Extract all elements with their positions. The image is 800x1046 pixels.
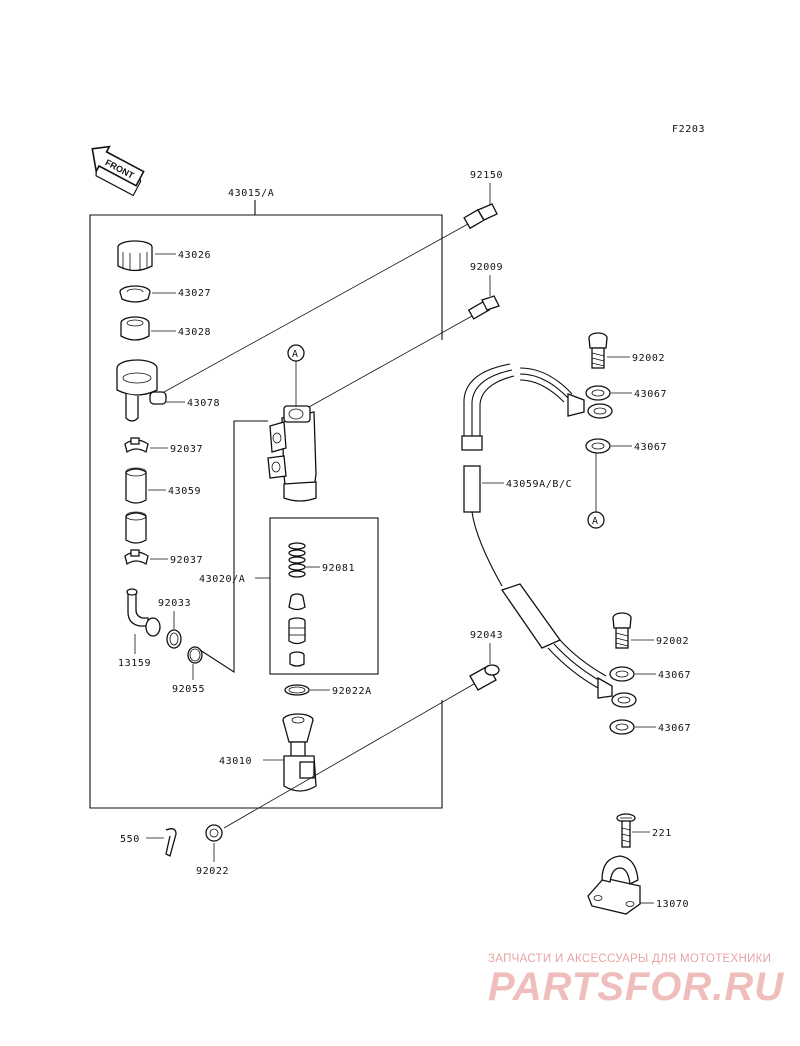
piston-seal: [289, 651, 305, 667]
label-brake-hose: 43059A/B/C: [506, 479, 572, 490]
label-banjo-top: 92002: [632, 353, 665, 364]
hose-43059: [125, 467, 147, 544]
label-ring: 92033: [158, 598, 191, 609]
screw-221: [616, 813, 636, 848]
cap-43026: [117, 240, 153, 272]
fitting-13159: [126, 588, 161, 637]
ring-92033: [166, 629, 182, 649]
ref-a-hose: A: [592, 516, 599, 527]
label-assembly-main: 43015/A: [228, 188, 274, 199]
clamp-92037-lower: [124, 549, 149, 566]
leader-bolt-top: [154, 223, 469, 398]
circlip-92022A: [284, 684, 310, 696]
ref-a-circle-hose: [587, 511, 605, 529]
washer-43067-c: [609, 666, 635, 682]
master-cylinder-body: [267, 405, 317, 502]
label-diaphragm: 43027: [178, 288, 211, 299]
label-screw: 221: [652, 828, 672, 839]
watermark-line1: ЗАПЧАСТИ И АКСЕССУАРЫ ДЛЯ МОТОТЕХНИКИ: [488, 953, 771, 965]
plate-43028: [120, 316, 150, 341]
label-reservoir: 43078: [187, 398, 220, 409]
label-pin: 550: [120, 834, 140, 845]
pushrod-43010: [282, 713, 317, 792]
bolt-92043: [469, 664, 500, 691]
kit-box: [269, 517, 379, 675]
bolt-92150: [463, 203, 498, 230]
label-bolt-pivot: 92043: [470, 630, 503, 641]
front-arrow-icon: FRONT: [91, 145, 145, 197]
label-hose-short: 43059: [168, 486, 201, 497]
ref-a-top: A: [292, 349, 299, 360]
pin-550: [165, 828, 177, 857]
label-banjo-bottom: 92002: [656, 636, 689, 647]
label-fitting: 13159: [118, 658, 151, 669]
leader-bolt-2: [299, 315, 473, 413]
label-washer-b: 43067: [634, 442, 667, 453]
banjo-bolt-92002-top: [588, 332, 608, 369]
label-plate: 43028: [178, 327, 211, 338]
bolt-92009: [467, 295, 500, 320]
figure-code: F2203: [672, 124, 705, 135]
piston-cup: [288, 593, 306, 611]
label-washer-c: 43067: [658, 670, 691, 681]
washer-92022: [205, 824, 223, 842]
piston: [288, 617, 306, 645]
label-clamp-upper: 92037: [170, 444, 203, 455]
clamp-92037-upper: [124, 437, 149, 454]
label-pushrod: 43010: [219, 756, 252, 767]
label-oring: 92055: [172, 684, 205, 695]
label-kit: 43020/A: [199, 574, 245, 585]
washer-43067-a: [585, 385, 611, 401]
label-washer-a: 43067: [634, 389, 667, 400]
washer-43067-b: [585, 438, 611, 454]
leader-pivot-line: [223, 683, 475, 829]
label-guide: 13070: [656, 899, 689, 910]
label-spring: 92081: [322, 563, 355, 574]
label-washer-d: 43067: [658, 723, 691, 734]
oring-92055: [187, 646, 203, 664]
label-washer-small: 92022: [196, 866, 229, 877]
label-bolt-top: 92150: [470, 170, 503, 181]
label-circlip: 92022A: [332, 686, 372, 697]
washer-43067-d: [609, 719, 635, 735]
guide-13070: [587, 855, 641, 915]
label-bolt-2: 92009: [470, 262, 503, 273]
brake-hose-43059: [461, 363, 637, 708]
label-cap: 43026: [178, 250, 211, 261]
kit-bracket-line: [199, 420, 268, 674]
watermark-logo: PARTSFOR.RU: [488, 965, 784, 1009]
banjo-bolt-92002-bottom: [612, 612, 632, 649]
diaphragm-43027: [119, 285, 151, 303]
spring-92081: [288, 542, 306, 578]
label-clamp-lower: 92037: [170, 555, 203, 566]
reservoir-43078: [116, 359, 167, 422]
assembly-bracket: [89, 200, 443, 809]
